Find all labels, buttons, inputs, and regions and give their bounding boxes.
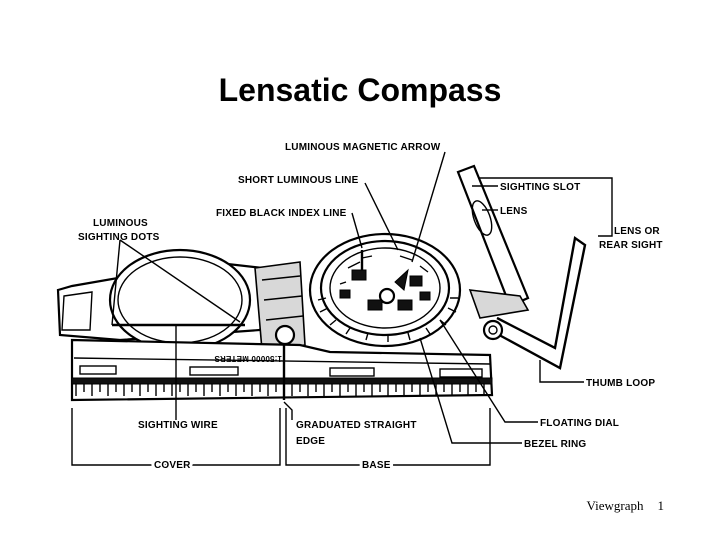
- leader-lines: [71, 151, 613, 466]
- label-luminous-magnetic-arrow: LUMINOUS MAGNETIC ARROW: [285, 142, 441, 153]
- label-lens: LENS: [500, 206, 528, 217]
- label-cover: COVER: [154, 460, 191, 471]
- label-thumb-loop: THUMB LOOP: [586, 378, 655, 389]
- label-edge: EDGE: [296, 436, 325, 447]
- label-graduated-straight: GRADUATED STRAIGHT: [296, 420, 417, 431]
- page-title: Lensatic Compass: [218, 72, 502, 108]
- label-fixed-black-index-line: FIXED BLACK INDEX LINE: [216, 208, 347, 219]
- label-rear-sight: REAR SIGHT: [599, 240, 663, 251]
- footer-label: Viewgraph: [586, 498, 644, 513]
- label-sighting-slot: SIGHTING SLOT: [500, 182, 580, 193]
- floating-dial-face: [339, 255, 431, 311]
- diagram-labels: LUMINOUS MAGNETIC ARROW SHORT LUMINOUS L…: [78, 142, 663, 474]
- label-base: BASE: [362, 460, 391, 471]
- compass-illustration: 1:50000 METERS: [56, 164, 587, 402]
- scale-text: 1:50000 METERS: [214, 354, 282, 363]
- footer-page-number: 1: [657, 498, 665, 513]
- graduated-scale: [71, 345, 493, 400]
- label-sighting-dots: SIGHTING DOTS: [78, 232, 160, 243]
- label-bezel-ring: BEZEL RING: [524, 439, 586, 450]
- label-luminous: LUMINOUS: [93, 218, 148, 229]
- label-floating-dial: FLOATING DIAL: [540, 418, 619, 429]
- label-lens-or: LENS OR: [614, 226, 660, 237]
- label-sighting-wire: SIGHTING WIRE: [138, 420, 218, 431]
- label-short-luminous-line: SHORT LUMINOUS LINE: [238, 175, 359, 186]
- footer: Viewgraph 1: [587, 498, 664, 514]
